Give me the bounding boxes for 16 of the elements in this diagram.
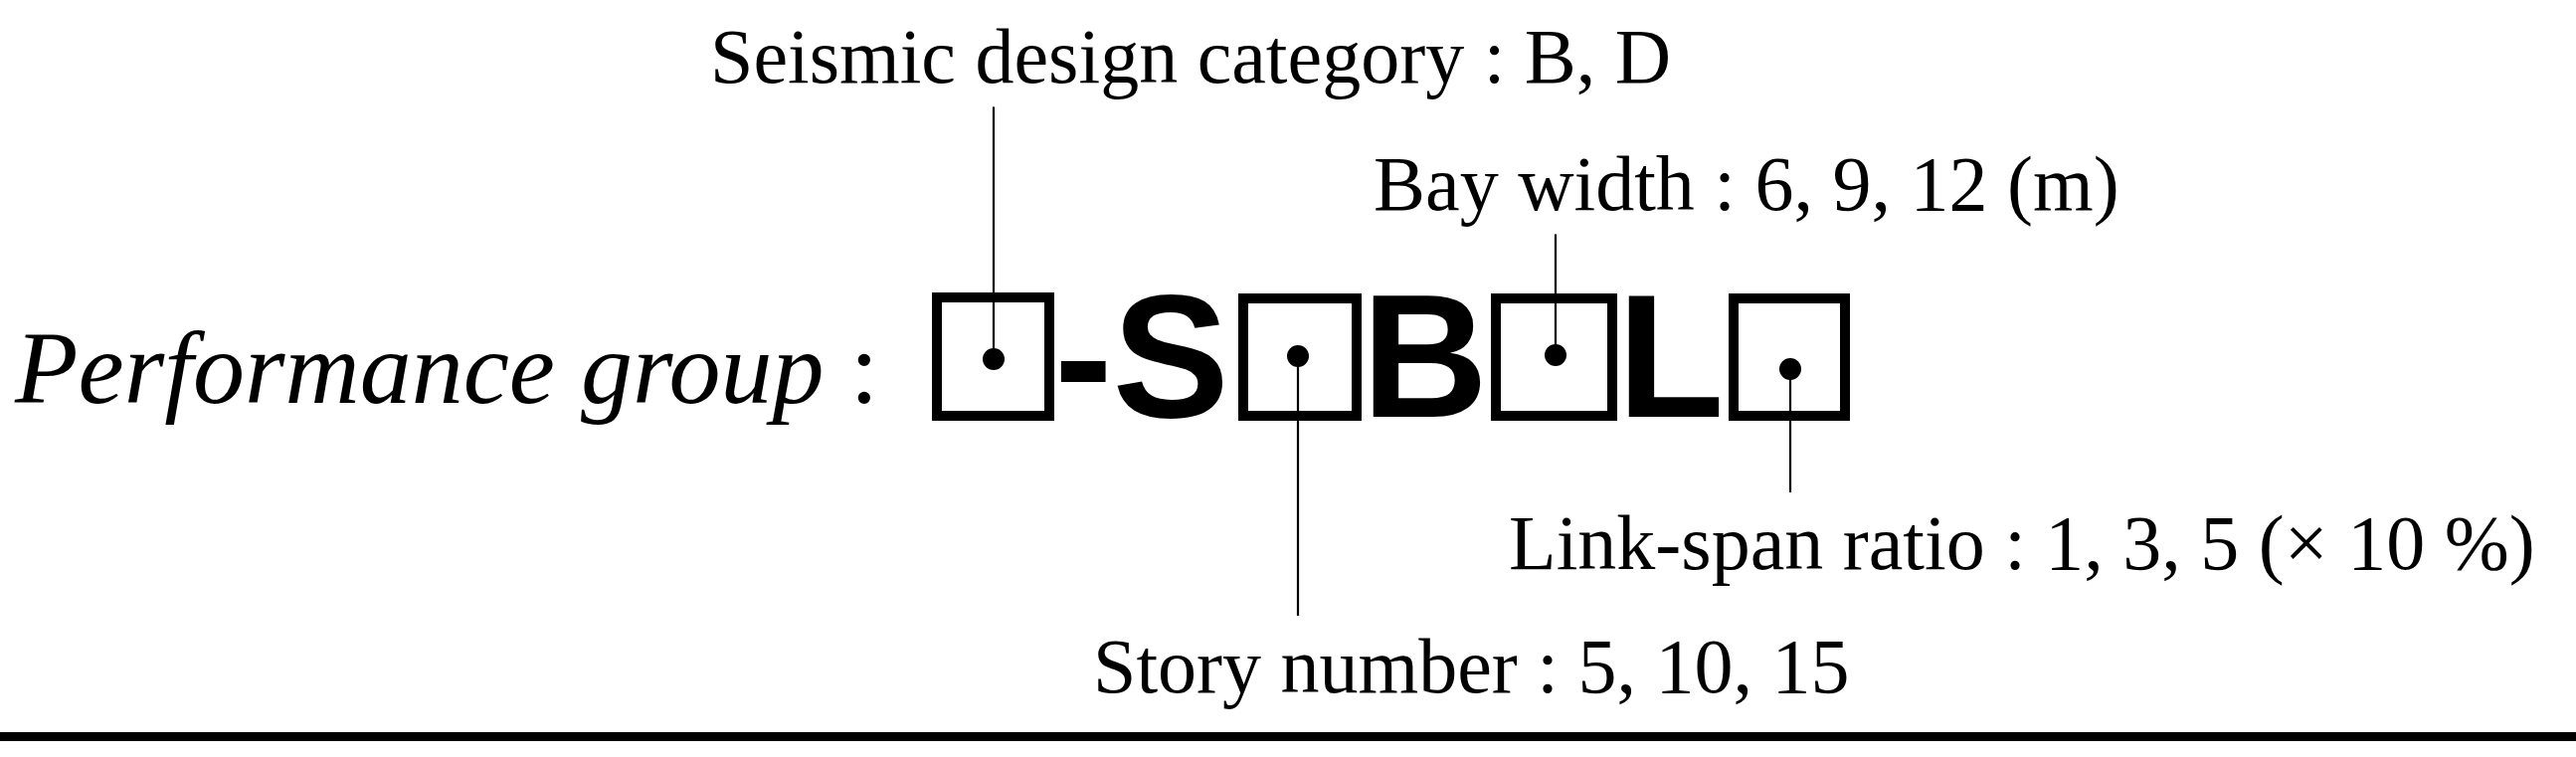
placeholder-box xyxy=(1491,293,1617,421)
callout-label: Bay width : 6, 9, 12 (m) xyxy=(1374,139,2119,229)
leader-line xyxy=(1545,234,1566,366)
code-letter: L xyxy=(1617,269,1725,444)
leader-line xyxy=(983,106,1005,370)
placeholder-box xyxy=(1238,293,1362,421)
diagram-heading: Performance group : xyxy=(15,309,879,427)
code-letter: -S xyxy=(1054,269,1229,444)
leader-line xyxy=(1287,345,1309,616)
placeholder-box xyxy=(932,292,1054,421)
leader-line xyxy=(1779,358,1801,492)
callout-label: Seismic design category : B, D xyxy=(710,12,1672,101)
callout-label: Link-span ratio : 1, 3, 5 (× 10 %) xyxy=(1509,498,2535,588)
callout-label: Story number : 5, 10, 15 xyxy=(1093,622,1850,711)
code-letter: B xyxy=(1362,269,1489,444)
placeholder-box xyxy=(1729,293,1850,421)
